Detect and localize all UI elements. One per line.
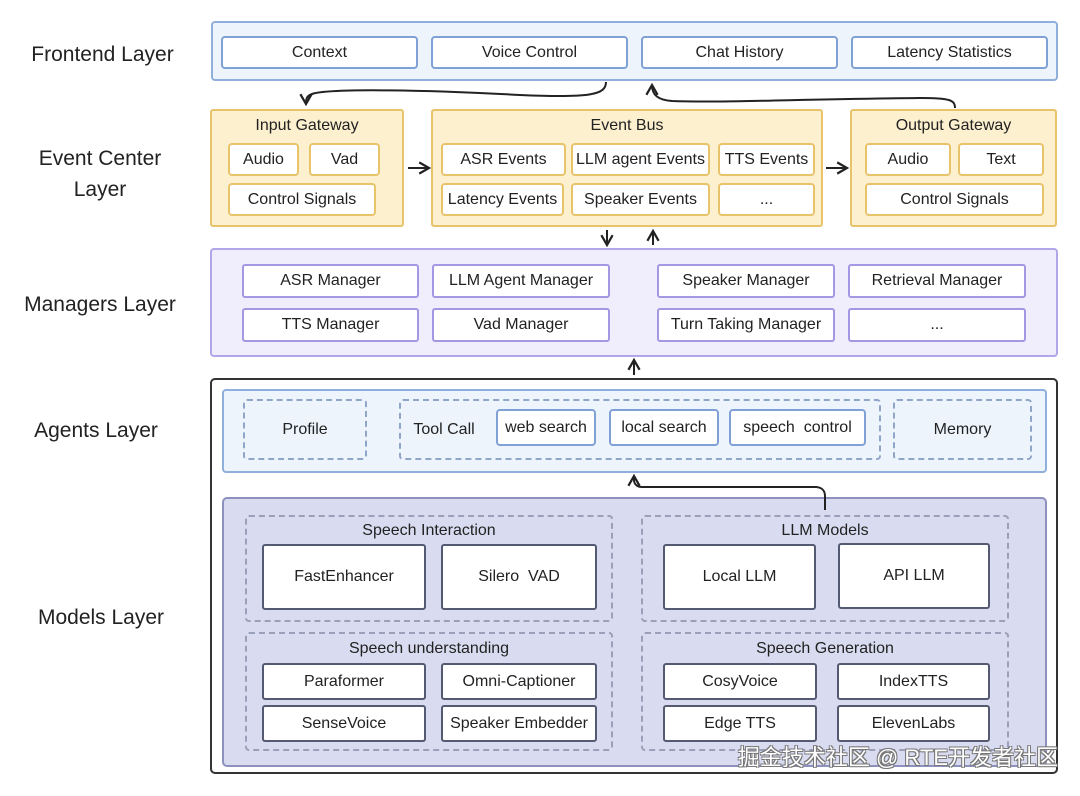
voice-control-to-input-arrow	[299, 81, 607, 107]
speech-generation-group	[641, 632, 1009, 751]
llm-models-group	[641, 515, 1009, 622]
managers-layer-label: Managers Layer	[24, 293, 176, 316]
edge-tts-model-box: Edge TTS	[663, 705, 817, 742]
tts-events-box: TTS Events	[718, 143, 815, 176]
agents-layer-label: Agents Layer	[34, 419, 158, 442]
event-center-layer-label-line1: Event Center	[38, 147, 162, 170]
retrieval-manager-box: Retrieval Manager	[848, 264, 1026, 298]
vad-manager-box: Vad Manager	[432, 308, 610, 342]
fastenhancer-model-box: FastEnhancer	[262, 544, 426, 610]
memory-box: Memory	[893, 399, 1032, 460]
input-vad-box: Vad	[309, 143, 380, 176]
web-search-tool-box: web search	[496, 409, 596, 446]
speaker-embedder-model-box: Speaker Embedder	[441, 705, 597, 742]
llm-models-title: LLM Models	[781, 522, 869, 539]
output-audio-box: Audio	[865, 143, 951, 176]
speech-understanding-title: Speech understanding	[348, 640, 510, 657]
output-to-chat-history-arrow	[645, 82, 956, 109]
llm-agent-manager-box: LLM Agent Manager	[432, 264, 610, 298]
output-gateway-title: Output Gateway	[895, 117, 1012, 134]
event-bus-title: Event Bus	[590, 117, 664, 134]
speaker-events-box: Speaker Events	[571, 183, 710, 216]
speech-understanding-group	[245, 632, 613, 751]
input-control-signals-box: Control Signals	[228, 183, 376, 216]
event-center-layer-label-line2: Layer	[73, 178, 127, 201]
omni-captioner-model-box: Omni-Captioner	[441, 663, 597, 700]
asr-events-box: ASR Events	[441, 143, 566, 176]
frontend-context-box: Context	[221, 36, 418, 69]
speech-interaction-group	[245, 515, 613, 622]
asr-manager-box: ASR Manager	[242, 264, 419, 298]
cosyvoice-model-box: CosyVoice	[663, 663, 817, 700]
local-llm-model-box: Local LLM	[663, 544, 816, 610]
local-search-tool-box: local search	[609, 409, 719, 446]
frontend-latency-statistics-box: Latency Statistics	[851, 36, 1048, 69]
tool-call-label: Tool Call	[413, 421, 475, 438]
speech-generation-title: Speech Generation	[756, 640, 894, 657]
models-layer-label: Models Layer	[37, 606, 165, 629]
api-llm-model-box: API LLM	[838, 543, 990, 609]
speech-control-tool-box: speech control	[729, 409, 866, 446]
frontend-chat-history-box: Chat History	[641, 36, 838, 69]
output-control-signals-box: Control Signals	[865, 183, 1044, 216]
turn-taking-manager-box: Turn Taking Manager	[657, 308, 835, 342]
sensevoice-model-box: SenseVoice	[262, 705, 426, 742]
more-events-box: ...	[718, 183, 815, 216]
tts-manager-box: TTS Manager	[242, 308, 419, 342]
latency-events-box: Latency Events	[441, 183, 564, 216]
watermark-text: 掘金技术社区 @ RTE开发者社区	[737, 745, 1058, 770]
paraformer-model-box: Paraformer	[262, 663, 426, 700]
frontend-voice-control-box: Voice Control	[431, 36, 628, 69]
speaker-manager-box: Speaker Manager	[657, 264, 835, 298]
elevenlabs-model-box: ElevenLabs	[837, 705, 990, 742]
frontend-layer-label: Frontend Layer	[31, 43, 174, 66]
input-gateway-title: Input Gateway	[255, 117, 359, 134]
profile-box: Profile	[243, 399, 367, 460]
indextts-model-box: IndexTTS	[837, 663, 990, 700]
llm-agent-events-box: LLM agent Events	[571, 143, 710, 176]
silero-vad-model-box: Silero VAD	[441, 544, 597, 610]
output-text-box: Text	[958, 143, 1044, 176]
input-audio-box: Audio	[228, 143, 299, 176]
tool-call-group	[399, 399, 881, 460]
speech-interaction-title: Speech Interaction	[362, 522, 496, 539]
more-managers-box: ...	[848, 308, 1026, 342]
